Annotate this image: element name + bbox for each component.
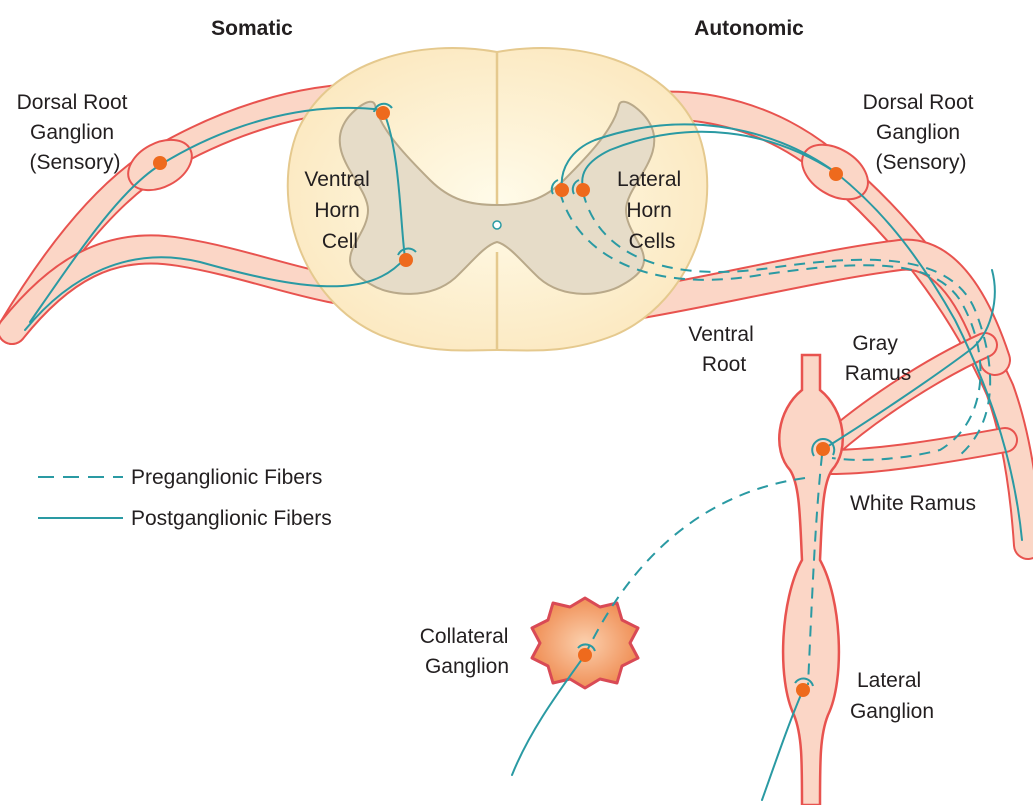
heading-somatic: Somatic xyxy=(211,17,293,40)
label-white-ramus: White Ramus xyxy=(850,492,976,515)
lateral-ganglion-cell xyxy=(796,683,810,697)
lateral-horn-cell-1 xyxy=(555,183,569,197)
heading-autonomic: Autonomic xyxy=(694,17,804,40)
drg-cell-right xyxy=(829,167,843,181)
label-ventral-root: Ventral Root xyxy=(688,323,759,376)
collateral-ganglion xyxy=(532,598,638,688)
label-lateral-ganglion: Lateral Ganglion xyxy=(850,669,934,723)
label-collateral-ganglion: Collateral Ganglion xyxy=(420,625,515,678)
drg-cell-left xyxy=(153,156,167,170)
legend: Preganglionic Fibers Postganglionic Fibe… xyxy=(38,466,332,530)
label-drg-right: Dorsal Root Ganglion (Sensory) xyxy=(863,91,980,174)
ventral-horn-cell xyxy=(399,253,413,267)
sympathetic-chain xyxy=(779,355,843,805)
label-gray-ramus: Gray Ramus xyxy=(845,332,912,385)
legend-postganglionic: Postganglionic Fibers xyxy=(131,507,332,530)
lateral-horn-cell-2 xyxy=(576,183,590,197)
collateral-ganglion-cell xyxy=(578,648,592,662)
legend-preganglionic: Preganglionic Fibers xyxy=(131,466,322,489)
central-canal xyxy=(493,221,501,229)
chain-ganglion-cell xyxy=(816,442,830,456)
dorsal-horn-cell-left xyxy=(376,106,390,120)
label-drg-left: Dorsal Root Ganglion (Sensory) xyxy=(17,91,134,174)
